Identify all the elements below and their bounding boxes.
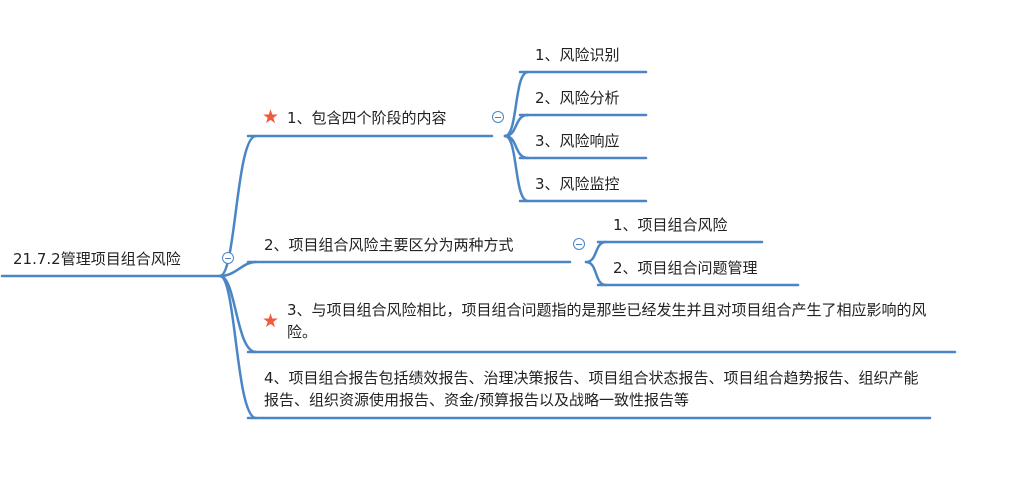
branch-3-topic[interactable]: 3、与项目组合风险相比，项目组合问题指的是那些已经发生并且对项目组合产生了相应影…: [287, 301, 927, 341]
connector-b2-c2: [584, 260, 608, 287]
branch-1-child-3[interactable]: 3、风险响应: [535, 132, 620, 150]
connector-root-branch-1: [218, 134, 258, 278]
branch-1-child-2[interactable]: 2、风险分析: [535, 89, 620, 107]
connector-root-branch-3: [218, 274, 258, 354]
collapse-toggle-icon[interactable]: [492, 111, 504, 123]
branch-2-topic[interactable]: 2、项目组合风险主要区分为两种方式: [264, 236, 514, 254]
branch-2-child-1[interactable]: 1、项目组合风险: [613, 216, 728, 234]
star-icon: ★: [262, 106, 280, 128]
root-topic[interactable]: 21.7.2管理项目组合风险: [13, 250, 181, 268]
collapse-toggle-icon[interactable]: [222, 252, 234, 264]
connector-b1-c4: [503, 134, 530, 203]
connector-b2-c1: [584, 240, 608, 264]
connector-root-branch-4: [218, 274, 258, 420]
star-icon: ★: [262, 310, 280, 332]
branch-1-child-4[interactable]: 3、风险监控: [535, 175, 620, 193]
branch-2-child-2[interactable]: 2、项目组合问题管理: [613, 259, 758, 277]
branch-1-topic[interactable]: 1、包含四个阶段的内容: [287, 109, 447, 127]
branch-1-child-1[interactable]: 1、风险识别: [535, 46, 620, 64]
branch-4-topic[interactable]: 4、项目组合报告包括绩效报告、治理决策报告、项目组合状态报告、项目组合趋势报告、…: [264, 369, 919, 409]
collapse-toggle-icon[interactable]: [573, 238, 585, 250]
